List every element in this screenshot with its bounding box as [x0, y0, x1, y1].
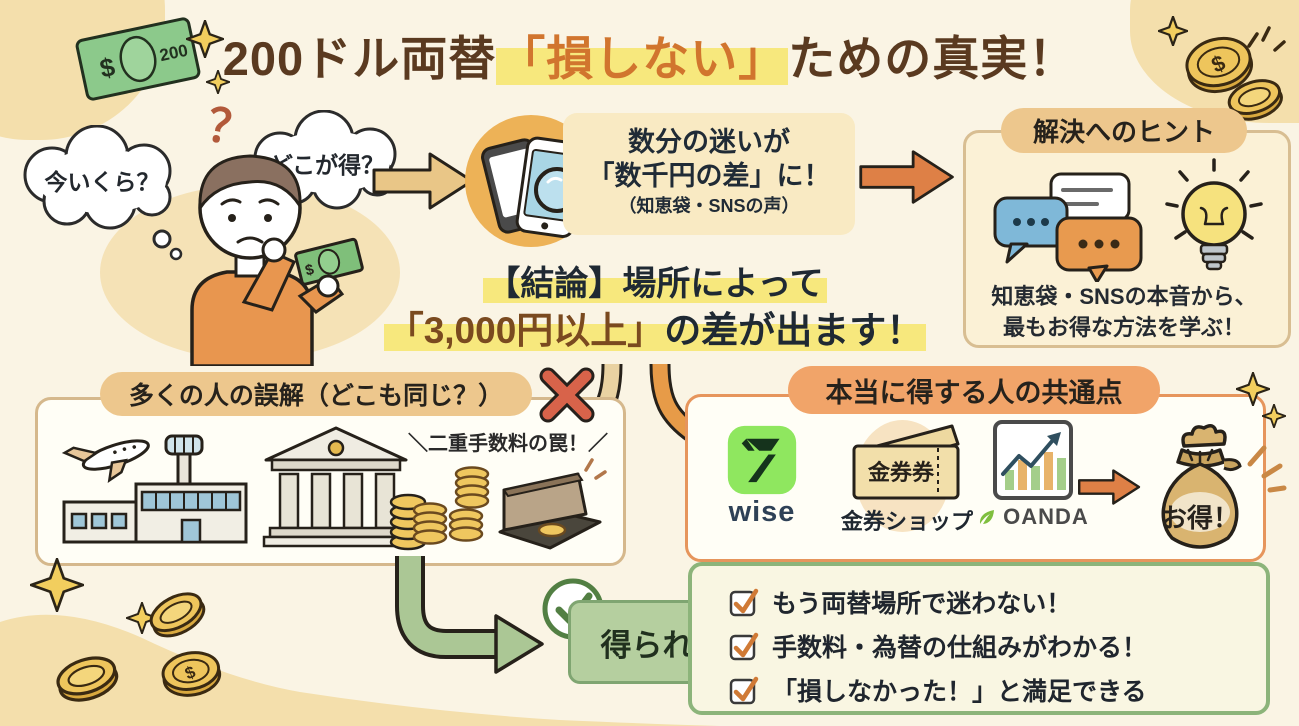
sparkle-icon [30, 558, 84, 612]
green-flow-arrow [395, 556, 544, 674]
conclusion-line-2: 「3,000円以上」の差が出ます！ [305, 300, 1005, 354]
checkbox-checked-icon [729, 632, 759, 661]
red-x-icon [539, 367, 595, 423]
conclusion-line-1-text: 【結論】場所によって [483, 265, 827, 303]
money-bag-icon [1161, 424, 1242, 549]
checklist-item-text: もう両替場所で迷わない！ [772, 590, 1072, 618]
problem-line-2: 「数千円の差」に！ [587, 161, 831, 191]
hint-box-text: 知恵袋・SNSの本音から、 最もお得な方法を学ぶ！ [963, 281, 1285, 343]
corner-blob-bottom-left [0, 614, 720, 726]
ticket-icon: 金券券 [852, 424, 960, 500]
title-prefix: 200ドル両替 [222, 32, 497, 85]
dollar-bill-icon: $ 200 [75, 17, 201, 101]
future-checklist-box: もう両替場所で迷わない！ 手数料・為替の仕組みがわかる！ 「損しなかった！」と満… [688, 562, 1270, 715]
svg-text:$: $ [97, 51, 118, 83]
arrow-right-icon [372, 152, 474, 210]
sparkle-icon [1236, 372, 1270, 406]
motion-lines-icon [1247, 445, 1287, 493]
checkbox-checked-icon [729, 588, 759, 617]
chat-bubbles-icon [993, 172, 1143, 282]
sparkle-icon [1158, 16, 1188, 46]
gold-coin-icon [1227, 79, 1283, 121]
double-fee-trap-label: ＼二重手数料の罠！／ [408, 433, 608, 455]
motion-lines-icon [1247, 26, 1286, 52]
checkbox-checked-icon [729, 676, 759, 705]
coin-trap-illustration [412, 458, 607, 550]
sparkle-icon [206, 70, 230, 94]
hint-line-1: 知恵袋・SNSの本音から、 [991, 284, 1257, 309]
wise-wordmark: wise [728, 496, 796, 528]
gold-coin-icon: $ [161, 651, 222, 697]
checklist-item: 手数料・為替の仕組みがわかる！ [728, 624, 1266, 668]
conclusion-line-1: 【結論】場所によって [305, 256, 1005, 305]
gold-coin-icon: $ [1185, 36, 1254, 94]
arrow-right-icon [859, 150, 954, 204]
hint-box-header: 解決へのヒント [1001, 108, 1247, 153]
checklist-item: 「損しなかった！」と満足できる [728, 668, 1266, 712]
oanda-leaf-icon [980, 510, 995, 524]
svg-text:金券券: 金券券 [867, 460, 935, 486]
gold-coin-icon [149, 592, 206, 638]
ticket-shop-label: 金券ショップ [840, 509, 973, 534]
thought-bubble-1-text: 今いくら？ [44, 169, 160, 195]
airport-illustration [61, 434, 248, 544]
checklist-item-text: 手数料・為替の仕組みがわかる！ [772, 634, 1148, 662]
conclusion-line-2-text: の差が出ます！ [664, 310, 924, 351]
thought-bubble [245, 110, 397, 235]
arrow-right-icon [1078, 469, 1141, 505]
wise-logo: wise [712, 424, 812, 529]
winners-box-header: 本当に得する人の共通点 [788, 366, 1160, 414]
title-suffix: ための真実！ [788, 32, 1077, 85]
sparkle-icon [126, 602, 158, 634]
sparkle-icon [186, 20, 224, 58]
chart-icon [993, 420, 1073, 500]
ticket-shop-item: 金券券 金券ショップ [832, 420, 982, 536]
misconception-box-header: 多くの人の誤解（どこも同じ？） [100, 372, 532, 416]
problem-line-1: 数分の迷いが [628, 127, 790, 157]
conclusion-amount: 「3,000円以上」 [386, 310, 665, 351]
sparkle-icon [1262, 404, 1286, 428]
gold-coin-icon [56, 656, 119, 702]
checklist-item: もう両替場所で迷わない！ [728, 580, 1266, 624]
oanda-label: OANDA [1003, 504, 1089, 529]
lightbulb-icon [1165, 158, 1263, 271]
thinking-person-illustration: $ [190, 154, 364, 366]
page-title: 200ドル両替「損しない」ための真実！ [0, 20, 1299, 89]
checklist-item-text: 「損しなかった！」と満足できる [772, 678, 1147, 706]
oanda-item: OANDA [968, 418, 1098, 530]
money-bag-label: お得！ [1160, 503, 1239, 533]
thought-bubble [23, 125, 183, 261]
hint-line-2: 最もお得な方法を学ぶ！ [1002, 315, 1245, 340]
problem-line-3: （知恵袋・SNSの声） [618, 196, 800, 216]
title-highlight: 「損しない」 [496, 32, 789, 85]
problem-box: 数分の迷いが 「数千円の差」に！ （知恵袋・SNSの声） [563, 113, 855, 235]
wise-icon [727, 425, 797, 495]
